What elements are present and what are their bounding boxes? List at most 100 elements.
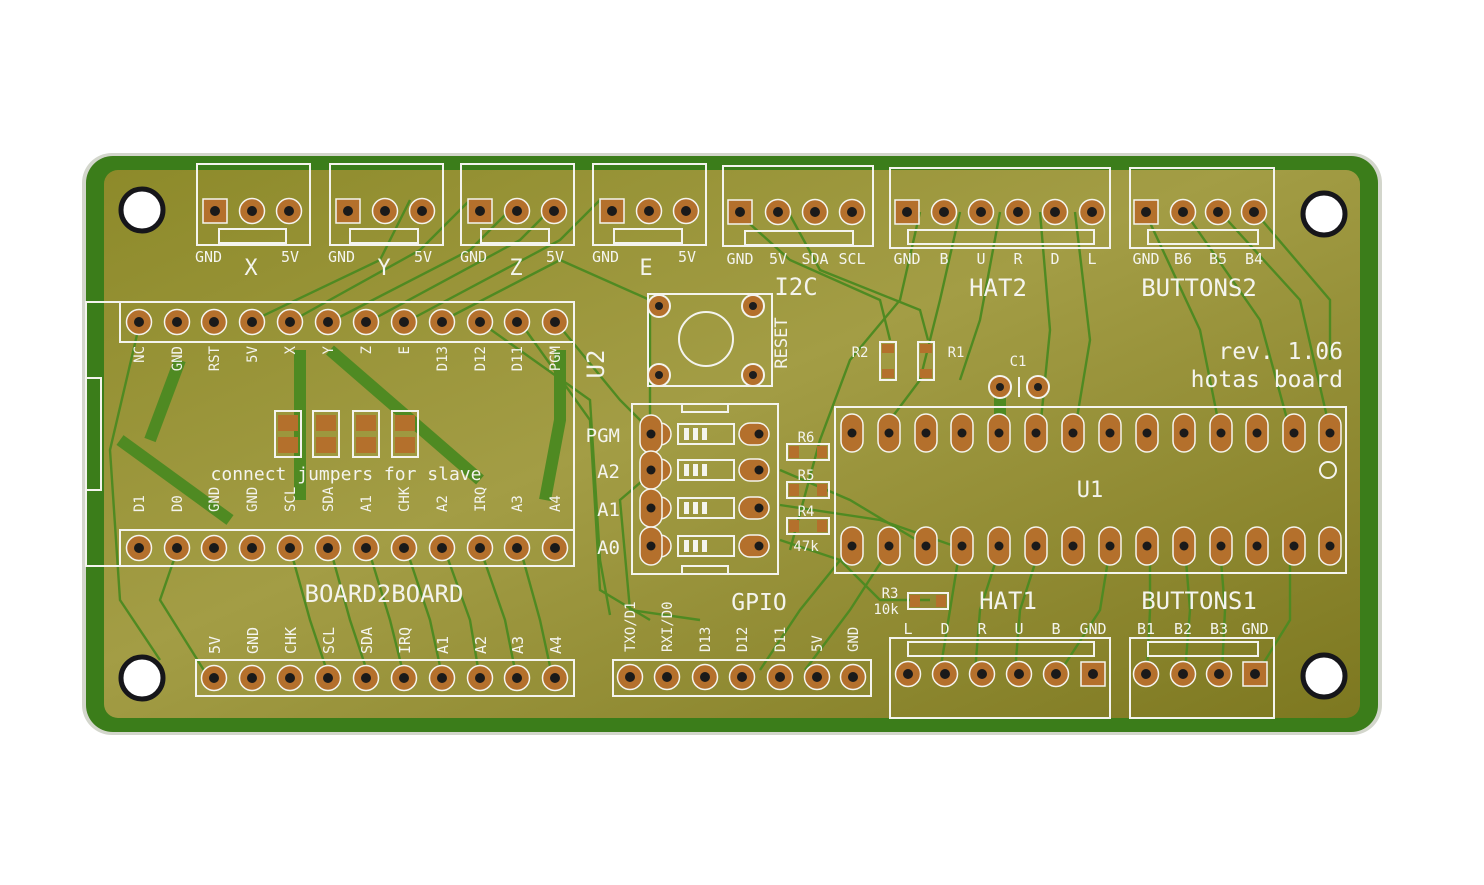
smd-components <box>786 341 1050 610</box>
gpio-pad-drill <box>848 672 858 682</box>
connector-i2c-pad-drill <box>847 207 857 217</box>
r5-label: R5 <box>798 468 815 484</box>
board2board-pad-drill <box>399 673 409 683</box>
dip-slot[interactable] <box>677 497 735 519</box>
u2-bottom-pin-label: IRQ <box>473 487 489 512</box>
connector-i2c-pad-drill <box>773 207 783 217</box>
connector-buttons2-title: BUTTONS2 <box>1141 274 1257 302</box>
u1-bottom-pad-drill <box>921 541 931 551</box>
connector-hat2-pad-drill <box>976 207 986 217</box>
connector-i2c-pin-label: SCL <box>838 250 865 268</box>
jumper-pad <box>316 415 336 431</box>
u1-bottom-pad-drill <box>1068 541 1078 551</box>
dip-slot[interactable] <box>677 423 735 445</box>
jumper-pad <box>356 415 376 431</box>
jumper-outline <box>352 410 380 458</box>
jumper-pad <box>356 437 376 453</box>
u1-top-pad-drill <box>957 428 967 438</box>
u2-top-pin-label: E <box>397 346 413 354</box>
u1-top-pad-drill <box>1289 428 1299 438</box>
dip-slot-lever <box>684 502 689 514</box>
u1-top-pad-drill <box>1252 428 1262 438</box>
connector-buttons2-pad <box>1133 199 1159 225</box>
connector-x-title: X <box>244 256 258 281</box>
dip-slot-lever <box>693 428 698 440</box>
board2board-pad-drill <box>550 673 560 683</box>
u1-outline <box>834 406 1347 574</box>
connector-hat2-pin-label: B <box>939 250 948 268</box>
dip-switch-label: PGM <box>586 425 620 447</box>
gpio-pin-label: D11 <box>773 627 789 652</box>
reset-button[interactable] <box>647 293 773 387</box>
board2board-pin-label: A4 <box>547 636 565 654</box>
dip-right-drill <box>754 465 764 475</box>
connector-y-pad-drill <box>380 206 390 216</box>
dip-right-pad-oval <box>738 496 770 520</box>
connector-hat1-pin-label: U <box>1014 620 1023 638</box>
connector-hat1-pad-drill <box>903 669 913 679</box>
u2-top-pad-drill <box>323 317 333 327</box>
u1-top-pad-drill <box>1216 428 1226 438</box>
u2-bottom-pad-drill <box>399 543 409 553</box>
connector-buttons2-pin-label: B4 <box>1245 250 1263 268</box>
board2board-pin-label: A2 <box>472 636 490 654</box>
connector-buttons2-pad-drill <box>1141 207 1151 217</box>
u2-bottom-pin-label: D0 <box>170 495 186 512</box>
dip-left-pad-drill <box>646 503 656 513</box>
dip-slot-lever <box>693 540 698 552</box>
board2board-pin-label: SCL <box>320 627 338 654</box>
jumper-pad <box>395 415 415 431</box>
u2-bottom-pad-drill <box>475 543 485 553</box>
connector-buttons2-pad-drill <box>1213 207 1223 217</box>
dip-right-pad-oval <box>738 422 770 446</box>
connector-buttons1-title: BUTTONS1 <box>1141 587 1257 615</box>
u2-top-pin-label: PGM <box>548 346 564 371</box>
gpio-pin-label: RXI/D0 <box>660 601 676 652</box>
u1-bottom-pad-drill <box>1289 541 1299 551</box>
jumper-pad <box>316 437 336 453</box>
dip-slot-lever <box>702 502 707 514</box>
jumper-note: connect jumpers for slave <box>211 464 482 485</box>
jumper-outline <box>312 410 340 458</box>
u1-top-pad-drill <box>847 428 857 438</box>
gpio-pad-drill <box>662 672 672 682</box>
silkscreen-labels: rev. 1.06 hotas board X Y Z E I2C HAT2 B… <box>132 248 1343 654</box>
u1-bottom-pad-drill <box>957 541 967 551</box>
r3-label: R3 <box>882 586 899 602</box>
connector-gpio-title: GPIO <box>731 590 786 616</box>
dip-slot-lever <box>702 464 707 476</box>
board-name-label: hotas board <box>1191 367 1343 393</box>
u1-bottom-pad-drill <box>1216 541 1226 551</box>
u2-bottom-pad-drill <box>361 543 371 553</box>
u2-bottom-pad-drill <box>323 543 333 553</box>
board2board-pin-label: IRQ <box>396 627 414 654</box>
u1-bottom-pad-drill <box>1179 541 1189 551</box>
connector-x-pin-label: GND <box>195 248 222 266</box>
connector-buttons2-pin-label: GND <box>1132 250 1159 268</box>
u2-top-pin-label: D13 <box>435 346 451 371</box>
u2-bottom-pad-drill <box>437 543 447 553</box>
u2-bottom-pin-label: A4 <box>548 495 564 512</box>
u2-top-pin-label: 5V <box>245 345 261 362</box>
connector-hat2-pin-label: R <box>1013 250 1023 268</box>
connector-buttons1-pad-drill <box>1250 669 1260 679</box>
board2board-pad-drill <box>285 673 295 683</box>
u1-top-pad-drill <box>1325 428 1335 438</box>
dip-left-pad-drill <box>646 429 656 439</box>
dip-slot-lever <box>684 428 689 440</box>
connector-x-pad <box>202 198 228 224</box>
dip-slot[interactable] <box>677 459 735 481</box>
jumper-pad <box>278 415 298 431</box>
connector-board2board-title: BOARD2BOARD <box>305 580 464 608</box>
connector-hat1-pin-label: GND <box>1079 620 1106 638</box>
u2-bottom-pin-label: SDA <box>321 486 337 512</box>
c1-label: C1 <box>1010 354 1027 370</box>
u2-bottom-pin-label: GND <box>207 487 223 512</box>
mounting-hole-bottom-left <box>118 654 166 702</box>
u2-top-pad-drill <box>399 317 409 327</box>
u1-bottom-pad-drill <box>884 541 894 551</box>
board2board-pin-label: CHK <box>282 627 300 654</box>
dip-slot[interactable] <box>677 535 735 557</box>
dip-switch[interactable] <box>631 403 779 575</box>
